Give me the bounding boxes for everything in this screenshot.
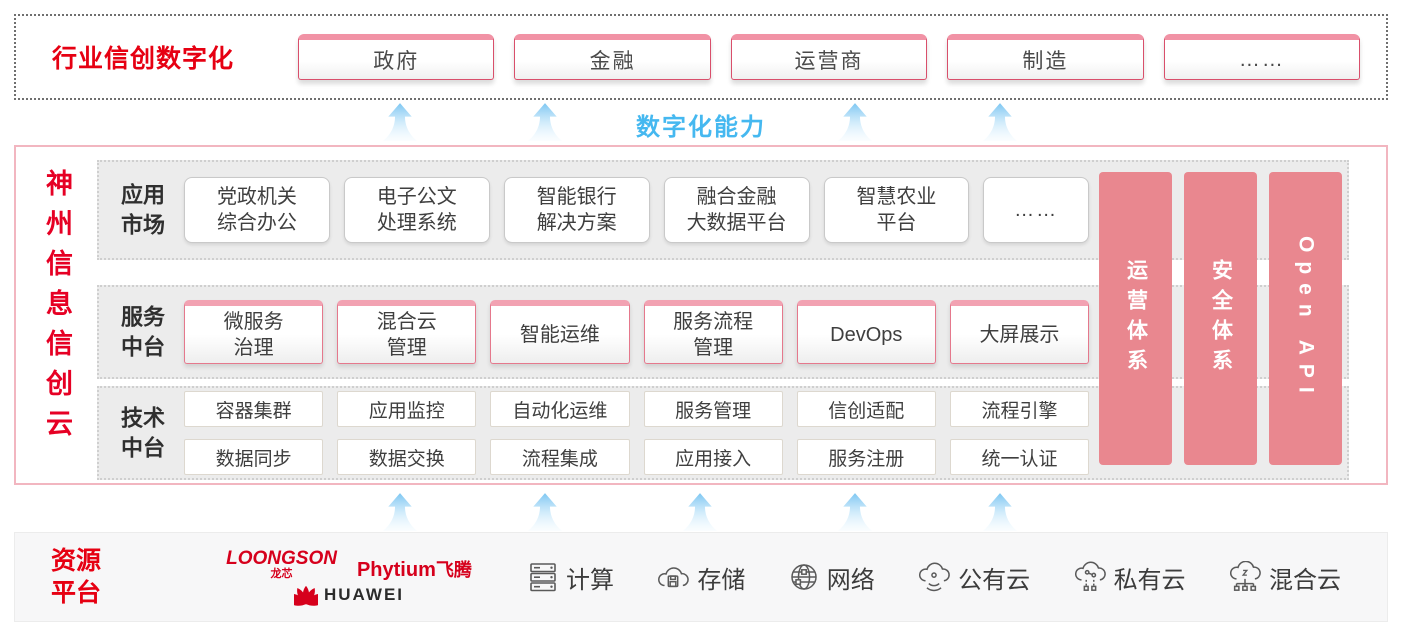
up-arrow-icon <box>982 103 1018 141</box>
huawei-logo-text: HUAWEI <box>324 584 404 604</box>
up-arrow-icon <box>527 493 563 531</box>
svc-box-microservice-governance: 微服务 治理 <box>184 300 324 364</box>
pillar-security-system: 安全体系 <box>1184 172 1257 465</box>
app-box-smart-agriculture: 智慧农业 平台 <box>823 177 970 243</box>
up-arrow-icon <box>837 493 873 531</box>
tech-box-container-cluster: 容器集群 <box>184 391 324 427</box>
app-box-smart-banking: 智能银行 解决方案 <box>503 177 650 243</box>
tech-grid-line-1: 容器集群 应用监控 自动化运维 服务管理 信创适配 流程引擎 <box>184 391 1090 427</box>
app-box-finance-bigdata: 融合金融 大数据平台 <box>663 177 810 243</box>
server-icon <box>530 563 556 592</box>
industry-box-more: …… <box>1163 34 1361 80</box>
resource-item-label: 网络 <box>826 566 875 594</box>
resource-item-compute: 计算 <box>527 560 614 595</box>
row-service-platform-label: 服务 中台 <box>121 304 166 359</box>
loongson-logo-text: LOONGSON <box>226 547 337 569</box>
resource-item-label: 混合云 <box>1268 566 1341 594</box>
phytium-logo-text: Phytium <box>356 558 436 581</box>
resource-band-title: 资源 平台 <box>51 546 102 608</box>
resource-item-public-cloud: 公有云 <box>917 560 1030 595</box>
network-icon <box>791 564 817 590</box>
svc-box-service-process-mgmt: 服务流程 管理 <box>643 300 783 364</box>
resource-item-network: 网络 <box>788 560 875 595</box>
resource-item-storage: 存储 <box>656 560 745 595</box>
huawei-logo: HUAWEI <box>294 584 404 606</box>
row-tech-platform-label: 技术 中台 <box>121 405 166 460</box>
svc-box-devops: DevOps <box>796 300 936 364</box>
private-cloud-icon <box>1074 561 1106 591</box>
resource-item-label: 存储 <box>697 566 746 594</box>
row-app-market-items: 党政机关 综合办公 电子公文 处理系统 智能银行 解决方案 融合金融 大数据平台… <box>184 162 1089 258</box>
app-box-gov-office: 党政机关 综合办公 <box>184 177 330 243</box>
industry-box-government: 政府 <box>298 34 495 80</box>
app-box-edoc-system: 电子公文 处理系统 <box>343 177 490 243</box>
up-arrow-icon <box>382 493 418 531</box>
platform-box: 神州信息信创云 应用 市场 党政机关 综合办公 电子公文 处理系统 智能银行 解… <box>14 145 1388 485</box>
industry-band: 行业信创数字化 政府 金融 运营商 制造 …… <box>14 14 1388 100</box>
platform-rows: 应用 市场 党政机关 综合办公 电子公文 处理系统 智能银行 解决方案 融合金融… <box>97 160 1349 482</box>
svc-box-hybrid-cloud-mgmt: 混合云 管理 <box>337 300 477 364</box>
up-arrow-icon <box>982 493 1018 531</box>
loongson-logo: LOONGSON 龙芯 <box>226 549 337 580</box>
public-cloud-icon <box>919 562 950 592</box>
tech-grid: 容器集群 应用监控 自动化运维 服务管理 信创适配 流程引擎 数据同步 数据交换… <box>184 391 1090 475</box>
resource-item-label: 公有云 <box>958 566 1031 594</box>
pillar-open-api: Open API <box>1269 172 1342 465</box>
svc-box-dashboard-display: 大屏展示 <box>949 300 1090 364</box>
pillar-open-api-label: Open API <box>1294 235 1318 402</box>
tech-box-app-access: 应用接入 <box>643 439 783 475</box>
resource-item-private-cloud: 私有云 <box>1073 560 1186 595</box>
row-app-market-label: 应用 市场 <box>121 182 166 237</box>
industry-box-operator: 运营商 <box>730 34 928 80</box>
tech-box-data-exchange: 数据交换 <box>337 439 477 475</box>
industry-box-manufacturing: 制造 <box>947 34 1144 80</box>
up-arrow-icon <box>837 103 873 141</box>
tech-box-data-sync: 数据同步 <box>184 439 324 475</box>
industry-boxes: 政府 金融 运营商 制造 …… <box>298 34 1361 80</box>
capability-label: 数字化能力 <box>636 114 766 141</box>
loongson-logo-subtext: 龙芯 <box>270 567 293 580</box>
industry-box-finance: 金融 <box>514 34 711 80</box>
resource-item-hybrid-cloud: 混合云 <box>1228 560 1341 595</box>
row-service-platform-items: 微服务 治理 混合云 管理 智能运维 服务流程 管理 DevOps 大屏展示 <box>184 287 1090 377</box>
up-arrow-icon <box>682 493 718 531</box>
row-tech-platform-items: 容器集群 应用监控 自动化运维 服务管理 信创适配 流程引擎 数据同步 数据交换… <box>184 388 1090 478</box>
pillar-security-system-label: 安全体系 <box>1209 258 1233 379</box>
hybrid-cloud-icon <box>1229 561 1261 591</box>
storage-icon <box>658 567 690 588</box>
pillar-operations-system: 运营体系 <box>1099 172 1172 465</box>
vendor-logos: LOONGSON 龙芯 Phytium 飞腾 HUAWEI <box>219 549 479 606</box>
tech-box-unified-auth: 统一认证 <box>949 439 1090 475</box>
resource-item-label: 私有云 <box>1113 566 1186 594</box>
tech-box-service-mgmt: 服务管理 <box>643 391 783 427</box>
vendor-logos-row-1: LOONGSON 龙芯 Phytium 飞腾 <box>226 549 472 580</box>
tech-box-service-registry: 服务注册 <box>796 439 936 475</box>
resource-item-label: 计算 <box>566 566 614 594</box>
platform-title: 神州信息信创云 <box>42 169 72 449</box>
tech-box-process-integration: 流程集成 <box>490 439 630 475</box>
phytium-logo-subtext: 飞腾 <box>435 559 472 580</box>
huawei-flower-icon <box>294 585 318 606</box>
app-box-more: …… <box>983 177 1089 243</box>
pillar-operations-system-label: 运营体系 <box>1124 258 1148 379</box>
tech-grid-line-2: 数据同步 数据交换 流程集成 应用接入 服务注册 统一认证 <box>184 439 1090 475</box>
up-arrow-icon <box>382 103 418 141</box>
tech-box-process-engine: 流程引擎 <box>949 391 1090 427</box>
svc-box-smart-ops: 智能运维 <box>490 300 630 364</box>
tech-box-xinchuang-adaptation: 信创适配 <box>796 391 936 427</box>
up-arrow-icon <box>527 103 563 141</box>
resource-band: 资源 平台 LOONGSON 龙芯 Phytium 飞腾 <box>14 532 1388 622</box>
resource-items: 计算 存储 网络 <box>527 560 1341 595</box>
tech-box-automated-ops: 自动化运维 <box>490 391 630 427</box>
industry-band-title: 行业信创数字化 <box>52 45 235 73</box>
tech-box-app-monitoring: 应用监控 <box>337 391 477 427</box>
phytium-logo: Phytium 飞腾 <box>357 560 472 580</box>
